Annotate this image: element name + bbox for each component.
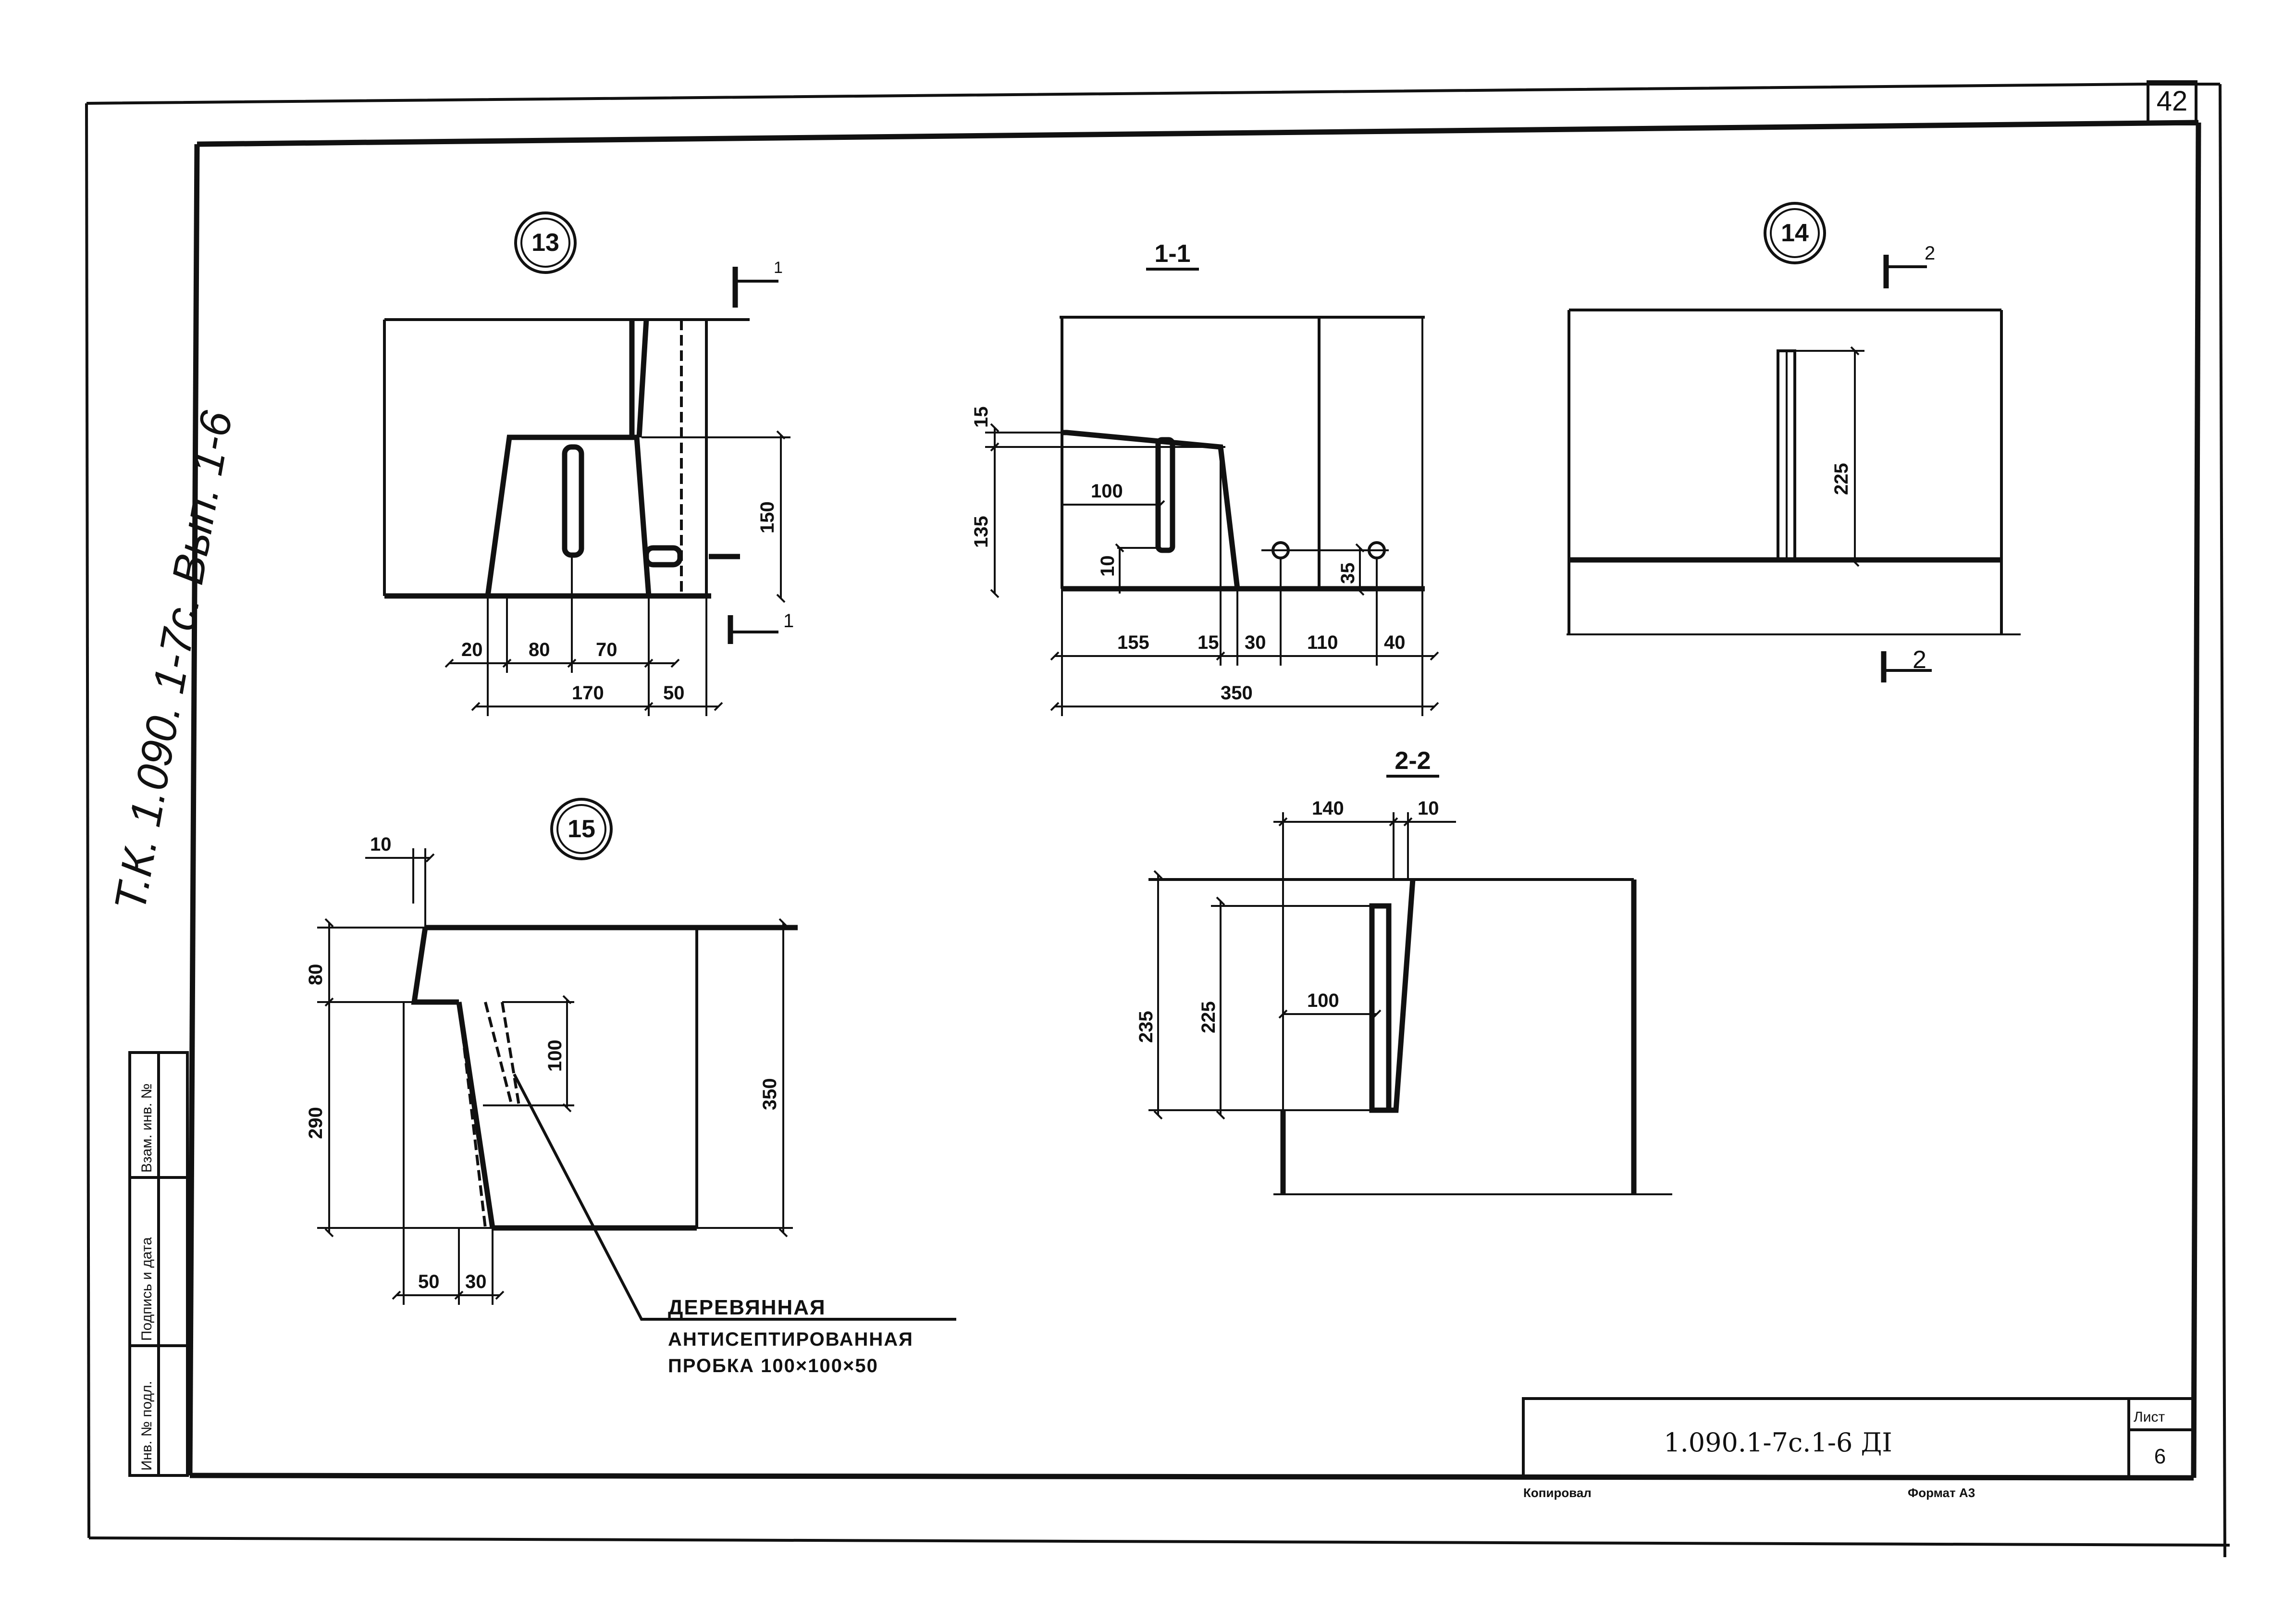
node-13-number: 13: [531, 229, 559, 257]
node-15-view: 15 10 80 290 100 350: [305, 798, 956, 1321]
node-15-dim-290: 290: [305, 1107, 326, 1139]
section-1-1-view: 1-1 15 135 100 10 35 155 1: [971, 240, 1439, 716]
node-14-cut-mark-bottom: 2: [1913, 646, 1926, 674]
copied-label: Копировал: [1523, 1486, 1592, 1500]
node-13-dim-80: 80: [529, 639, 550, 660]
section-1-1-dim-40: 40: [1384, 632, 1406, 653]
section-2-2-dim-235: 235: [1136, 1011, 1157, 1043]
node-14-dim-225: 225: [1831, 463, 1852, 495]
format-label: Формат А3: [1908, 1486, 1975, 1500]
left-stamp: Инв. № подл. Подпись и дата Взам. инв. №: [128, 1051, 189, 1477]
section-1-1-dim-350: 350: [1221, 682, 1253, 704]
section-1-1-dim-30: 30: [1245, 632, 1266, 653]
node-15-dim-100: 100: [544, 1040, 566, 1072]
outer-frame: [85, 83, 2230, 1558]
stamp-cell-signature: Подпись и дата: [139, 1237, 155, 1341]
section-1-1-dim-35: 35: [1337, 563, 1358, 584]
section-1-1-dim-100: 100: [1091, 481, 1123, 502]
node-15-dim-50: 50: [418, 1271, 440, 1292]
node-13-dim-170: 170: [572, 682, 604, 704]
node-13-cut-mark-bottom: 1: [783, 610, 794, 632]
page-number: 42: [2157, 86, 2188, 117]
stamp-cell-replace: Взам. инв. №: [139, 1083, 155, 1173]
section-1-1-dim-15: 15: [971, 407, 992, 428]
section-1-1-dim-155: 155: [1117, 632, 1149, 653]
section-1-1-dim-135: 135: [971, 516, 992, 548]
node-13-view: 13 1 1 150 20 80 70: [383, 211, 794, 716]
stamp-cell-inventory: Инв. № подл.: [139, 1381, 155, 1471]
section-2-2-title: 2-2: [1395, 747, 1431, 775]
node-15-dim-350: 350: [759, 1078, 780, 1110]
section-1-1-title: 1-1: [1154, 240, 1190, 268]
section-1-1-dim-10: 10: [1097, 556, 1118, 577]
section-2-2-view: 2-2 140 10 235 225 100: [1136, 747, 1672, 1195]
document-code: 1.090.1-7с.1-6 ДI: [1664, 1427, 1892, 1458]
note-line-1: ДЕРЕВЯННАЯ: [668, 1296, 826, 1319]
node-13-dim-70: 70: [596, 639, 617, 660]
note-line-3: ПРОБКА 100×100×50: [668, 1355, 878, 1376]
node-13-cut-mark-top: 1: [774, 259, 783, 277]
node-13-dim-50: 50: [663, 682, 685, 704]
section-1-1-dim-15b: 15: [1197, 632, 1219, 653]
node-13-dim-20: 20: [461, 639, 483, 660]
page-number-box: 42: [2147, 80, 2197, 125]
section-1-1-dim-110: 110: [1307, 632, 1338, 653]
node-14-view: 14 2 2 225: [1567, 202, 2021, 682]
node-15-number: 15: [568, 815, 595, 843]
node-13-dim-150: 150: [757, 501, 778, 533]
section-2-2-dim-225: 225: [1198, 1001, 1219, 1033]
node-15-dim-80: 80: [305, 964, 326, 986]
inner-frame: [187, 120, 2201, 1481]
sheet-number: 6: [2154, 1445, 2166, 1468]
plug-note: ДЕРЕВЯННАЯ АНТИСЕПТИРОВАННАЯ ПРОБКА 100×…: [668, 1296, 913, 1376]
section-2-2-dim-140: 140: [1312, 798, 1344, 819]
side-stamp-text: Т.К. 1.090. 1-7с. Вып. 1-6: [105, 407, 242, 915]
node-15-dim-10: 10: [370, 834, 392, 855]
title-block: 1.090.1-7с.1-6 ДI Лист 6 Копировал Форма…: [1522, 1397, 2194, 1500]
sheet-label: Лист: [2134, 1409, 2165, 1425]
node-15-dim-30: 30: [465, 1271, 487, 1292]
node-14-cut-mark-top: 2: [1925, 243, 1935, 264]
section-2-2-dim-10: 10: [1418, 798, 1439, 819]
node-14-number: 14: [1781, 219, 1809, 247]
note-line-2: АНТИСЕПТИРОВАННАЯ: [668, 1329, 913, 1350]
section-2-2-dim-100: 100: [1307, 990, 1339, 1011]
